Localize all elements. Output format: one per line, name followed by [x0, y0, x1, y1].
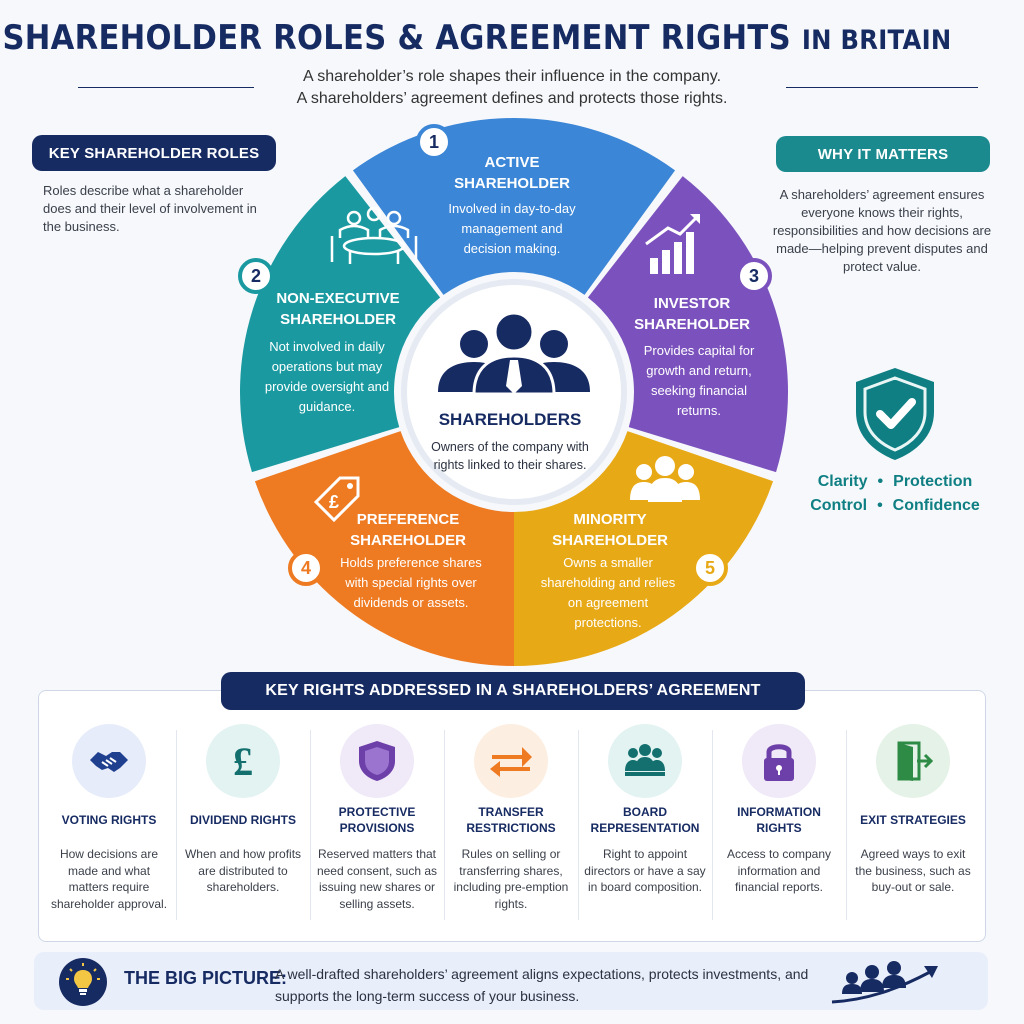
segment-4-number: 4: [288, 550, 324, 586]
why-description: A shareholders’ agreement ensures everyo…: [772, 187, 992, 274]
right-item-description: When and how profits are distributed to …: [184, 847, 302, 894]
right-divider: [310, 730, 311, 920]
right-item-protective-provisions: PROTECTIVE PROVISIONS Reserved matters th…: [312, 718, 442, 938]
segment-5-description: Owns a smaller shareholding and relies o…: [540, 555, 676, 630]
right-divider: [846, 730, 847, 920]
wheel-segment-4: [254, 431, 514, 666]
pound-icon: £: [206, 724, 280, 798]
wheel-segment-2: [240, 176, 441, 473]
board-icon: [608, 724, 682, 798]
right-divider: [712, 730, 713, 920]
page-title: SHAREHOLDER ROLES & AGREEMENT RIGHTS IN …: [0, 18, 954, 58]
right-item-title: VOTING RIGHTS: [61, 813, 157, 827]
right-item-title: DIVIDEND RIGHTS: [189, 813, 296, 827]
growth-chart-icon: [645, 214, 700, 274]
right-item-description: Rules on selling or transferring shares,…: [453, 847, 569, 911]
right-item-title: BOARD REPRESENTATION: [590, 805, 700, 835]
roles-wheel: £: [240, 118, 788, 666]
big-picture-text: A well-drafted shareholders’ agreement a…: [275, 966, 809, 1004]
right-item-transfer-restrictions: TRANSFER RESTRICTIONS Rules on selling or…: [446, 718, 576, 938]
subtitle-rule-right: [786, 87, 978, 88]
handshake-icon: [72, 724, 146, 798]
right-item-title: PROTECTIVE PROVISIONS: [338, 805, 416, 835]
right-divider: [444, 730, 445, 920]
right-divider: [578, 730, 579, 920]
segment-5-title: MINORITY SHAREHOLDER: [552, 511, 668, 549]
price-tag-icon: £: [313, 476, 360, 523]
shareholders-group-icon: [438, 311, 590, 396]
values-list: Clarity • Protection Control • Confidence: [800, 470, 990, 518]
segment-2-number: 2: [238, 258, 274, 294]
right-item-title: TRANSFER RESTRICTIONS: [466, 805, 556, 835]
subtitle-line-2: A shareholders’ agreement defines and pr…: [296, 90, 728, 107]
segment-4-title: PREFERENCE SHAREHOLDER: [350, 511, 466, 549]
shield-check-icon: [856, 368, 934, 460]
wheel-segment-3: [587, 176, 788, 473]
segment-2-title: NON-EXECUTIVE SHAREHOLDER: [276, 290, 400, 328]
lock-icon: [742, 724, 816, 798]
right-item-description: Reserved matters that need consent, such…: [316, 847, 438, 911]
right-item-voting-rights: VOTING RIGHTS How decisions are made and …: [44, 718, 174, 938]
segment-1-description: Involved in day-to-day management and de…: [448, 201, 576, 256]
big-picture-banner: [34, 952, 988, 1010]
value-protection: Protection: [893, 473, 973, 490]
rights-label: KEY RIGHTS ADDRESSED IN A SHAREHOLDERS’ …: [221, 672, 805, 710]
exit-door-icon: [876, 724, 950, 798]
roles-description: Roles describe what a shareholder does a…: [43, 183, 257, 234]
growth-people-icon: [831, 961, 938, 1004]
pound-symbol: £: [329, 492, 339, 512]
subtitle-line-1: A shareholder’s role shapes their influe…: [302, 68, 722, 85]
right-item-title: INFORMATION RIGHTS: [737, 805, 821, 835]
right-item-title: EXIT STRATEGIES: [860, 813, 966, 827]
segment-3-title: INVESTOR SHAREHOLDER: [634, 295, 750, 333]
wheel-segment-1: [352, 118, 676, 295]
center-title: SHAREHOLDERS: [438, 410, 582, 429]
segment-1-title: ACTIVE SHAREHOLDER: [454, 154, 570, 192]
roles-label: KEY SHAREHOLDER ROLES: [32, 135, 276, 171]
right-item-board-representation: BOARD REPRESENTATION Right to appoint dir…: [580, 718, 710, 938]
segment-1-number: 1: [416, 124, 452, 160]
right-item-exit-strategies: EXIT STRATEGIES Agreed ways to exit the b…: [848, 718, 978, 938]
right-item-dividend-rights: £ DIVIDEND RIGHTS When and how profits are…: [178, 718, 308, 938]
title-tail: IN BRITAIN: [801, 25, 952, 56]
segment-3-description: Provides capital for growth and return, …: [643, 343, 755, 418]
why-label: WHY IT MATTERS: [776, 136, 990, 172]
right-item-description: Right to appoint directors or have a say…: [584, 847, 706, 894]
segment-4-description: Holds preference shares with special rig…: [340, 555, 482, 610]
title-main: SHAREHOLDER ROLES & AGREEMENT RIGHTS: [2, 18, 791, 58]
segment-2-description: Not involved in daily operations but may…: [264, 339, 390, 414]
lightbulb-icon: [59, 958, 107, 1006]
people-group-icon: [630, 456, 700, 502]
center-description: Owners of the company with rights linked…: [431, 440, 589, 472]
right-item-information-rights: INFORMATION RIGHTS Access to company info…: [714, 718, 844, 938]
value-control: Control: [810, 497, 868, 514]
segment-5-number: 5: [692, 550, 728, 586]
subtitle-rule-left: [78, 87, 254, 88]
value-separator: •: [877, 497, 883, 514]
right-item-description: Agreed ways to exit the business, such a…: [855, 847, 971, 894]
transfer-arrows-icon: [474, 724, 548, 798]
segment-3-number: 3: [736, 258, 772, 294]
value-confidence: Confidence: [892, 497, 980, 514]
subtitle: A shareholder’s role shapes their influe…: [262, 66, 762, 110]
value-separator: •: [877, 473, 884, 490]
right-item-description: Access to company information and financ…: [726, 847, 832, 894]
shield-icon: [340, 724, 414, 798]
wheel-segment-5: [514, 431, 774, 666]
big-picture-label: THE BIG PICTURE:: [124, 968, 288, 988]
meeting-table-icon: [330, 206, 418, 264]
value-clarity: Clarity: [817, 473, 868, 490]
right-item-description: How decisions are made and what matters …: [50, 847, 168, 911]
right-divider: [176, 730, 177, 920]
